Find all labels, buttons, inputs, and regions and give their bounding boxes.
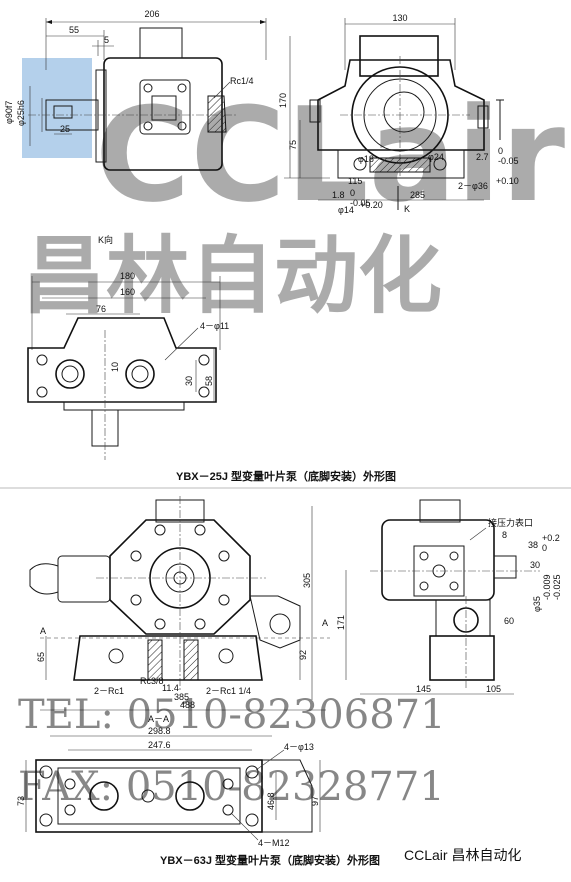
dim-5: 5 xyxy=(104,35,109,45)
section-a-right: A xyxy=(322,618,328,628)
dim-4m12: 4－M12 xyxy=(258,838,290,848)
drawing2-front-view: A A 305 65 92 2－Rc1 Rc3/8 11.4 385 2－Rc1… xyxy=(29,496,330,711)
dim-385: 385 xyxy=(174,692,189,702)
dim-65: 65 xyxy=(36,652,46,662)
dim-58: 58 xyxy=(204,376,214,386)
dim-75: 75 xyxy=(288,140,298,150)
section-label: A－A xyxy=(148,714,169,724)
dim-27: 2.7 xyxy=(476,152,489,162)
dim-73: 73 xyxy=(16,796,26,806)
drawing1-caption: YBX－25J 型变量叶片泵（底脚安装）外形图 xyxy=(176,469,396,483)
dim-phi24: φ24 xyxy=(428,152,444,162)
dim-phi18: φ18 xyxy=(358,154,374,164)
dim-phi14-tol: +0.20 xyxy=(360,200,383,210)
watermark-company: 昌林自动化 xyxy=(22,227,442,325)
dim-60: 60 xyxy=(504,616,514,626)
dim-38: 38 xyxy=(528,540,538,550)
dim-2476: 247.6 xyxy=(148,740,171,750)
dim-18-tol: 0-0.05 xyxy=(350,188,371,208)
dim-114: 11.4 xyxy=(162,683,179,693)
dim-2phi36-tol: +0.10 xyxy=(496,176,519,186)
dim-468: 46.8 xyxy=(266,792,276,810)
dim-k: K xyxy=(404,204,410,214)
dim-30b: 30 xyxy=(530,560,540,570)
dim-2rc1: 2－Rc1 xyxy=(94,686,124,696)
dim-206: 206 xyxy=(144,9,159,19)
dim-285: 285 xyxy=(410,190,425,200)
dim-305: 305 xyxy=(302,573,312,588)
dim-18: 1.8 xyxy=(332,190,345,200)
dim-2phi36: 2－φ36 xyxy=(458,181,488,191)
dim-4phi11: 4－φ11 xyxy=(200,321,229,331)
dim-170: 170 xyxy=(278,93,288,108)
drawing2-caption: YBX－63J 型变量叶片泵（底脚安装）外形图 xyxy=(160,853,380,867)
dim-145: 145 xyxy=(416,684,431,694)
dim-gauge: 接压力表口 xyxy=(488,517,533,528)
dim-171: 171 xyxy=(336,615,346,630)
watermark-brand: CCLair xyxy=(95,79,565,231)
drawing1-k-view: K向 180 160 76 4－φ11 10 30 58 YBX－25J 型变量… xyxy=(27,234,396,483)
dim-27-tol: 0-0.05 xyxy=(498,146,519,166)
drawing2-section-aa: A－A 298.8 247.6 4－φ13 73 46.8 97 4－M12 Y… xyxy=(16,714,380,867)
dim-130: 130 xyxy=(392,13,407,23)
dim-phi14: φ14 xyxy=(338,205,354,215)
footer-brand: CCLair 昌林自动化 xyxy=(404,847,521,863)
dim-25: 25 xyxy=(60,124,70,134)
dim-160: 160 xyxy=(120,287,135,297)
watermark-fax: FAX: 0510-82328771 xyxy=(18,764,445,810)
dim-4phi13: 4－φ13 xyxy=(284,742,314,752)
dim-10: 10 xyxy=(110,362,120,372)
dim-2rc114: 2－Rc1 1/4 xyxy=(206,686,251,696)
dim-488: 488 xyxy=(180,700,195,710)
dim-8: 8 xyxy=(502,530,507,540)
watermark-contact: TEL: 0510-82306871 FAX: 0510-82328771 xyxy=(18,692,446,810)
dim-97: 97 xyxy=(310,796,320,806)
dim-180: 180 xyxy=(120,271,135,281)
section-a-left: A xyxy=(40,626,46,636)
watermark-tel: TEL: 0510-82306871 xyxy=(18,692,446,738)
dim-55: 55 xyxy=(69,25,79,35)
dim-105: 105 xyxy=(486,684,501,694)
dim-30: 30 xyxy=(184,376,194,386)
dim-92: 92 xyxy=(298,650,308,660)
k-view-label: K向 xyxy=(98,234,113,245)
dim-phi25: φ25h6 xyxy=(16,100,26,126)
dim-115: 115 xyxy=(348,176,362,186)
drawing1-side-view: 206 55 5 Rc1/4 25 φ90f7 φ25h6 xyxy=(4,9,267,171)
watermark: CCLair 昌林自动化 xyxy=(22,58,565,325)
drawing1-front-view: 130 170 75 φ18 φ24 2.7 0-0.05 115 2－φ36 … xyxy=(278,13,519,215)
dim-phi35: φ35 xyxy=(532,596,542,612)
dim-phi90: φ90f7 xyxy=(4,101,14,124)
dim-rc38: Rc3/8 xyxy=(140,676,164,686)
dim-phi35-tol: -0.009-0.025 xyxy=(542,574,562,600)
dim-76: 76 xyxy=(96,304,106,314)
dim-rc14: Rc1/4 xyxy=(230,76,254,86)
dim-2988: 298.8 xyxy=(148,726,171,736)
